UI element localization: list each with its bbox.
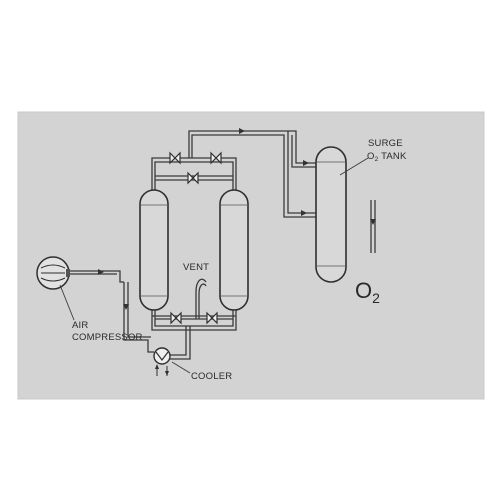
flow-arrow-icon [98,128,376,310]
heat-exchanger-icon [153,347,191,376]
butterfly-valve-icon [206,311,218,325]
surge-tank-leader [339,157,369,176]
adsorber-tower-right [219,189,249,311]
air-compressor-label-line2: COMPRESSOR [72,332,143,343]
fan-compressor-icon [36,256,75,321]
diagram-background [17,111,485,400]
surge-tank [315,146,347,283]
vent-label: VENT [183,262,209,273]
adsorber-tower-left [139,189,169,311]
piping [68,130,376,360]
surge-tank-label-line1: SURGE [368,138,403,149]
butterfly-valve-icon [210,151,222,165]
air-compressor-label-line1: AIR [72,320,88,331]
cooler-label: COOLER [191,371,232,382]
butterfly-valve-icon [169,151,181,165]
butterfly-valve-icon [187,171,199,185]
butterfly-valve-icon [170,311,182,325]
oxygen-outlet-label: O2 [355,278,380,306]
surge-tank-label-line2: O2 TANK [367,151,407,163]
